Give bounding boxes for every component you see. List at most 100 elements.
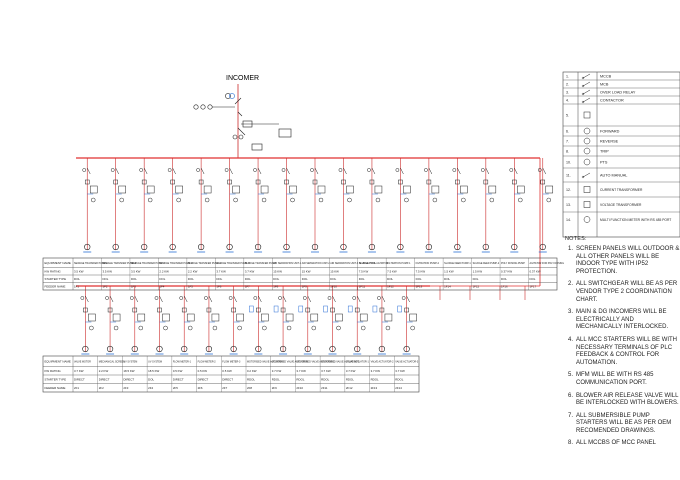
feeder — [452, 158, 468, 253]
table-cell-kw: 3.5 KW — [102, 269, 112, 273]
table-cell-kw: 1.5 KW — [444, 269, 454, 273]
table-cell-kw: 3.5 KW — [131, 269, 141, 273]
feeder — [310, 158, 326, 253]
circle-icon — [583, 137, 591, 145]
feeder — [397, 286, 417, 355]
indicator-lamp — [119, 197, 124, 203]
mccb-symbol — [224, 168, 229, 172]
notes-panel: NOTES: 1.SCREEN PANELS WILL OUTDOOR & AL… — [563, 236, 680, 480]
legend-number: 12. — [566, 188, 571, 192]
motor-symbol — [131, 345, 138, 353]
table-cell-feeder: 1F17 — [530, 284, 537, 288]
breaker-symbol — [183, 295, 188, 303]
feeder — [179, 286, 195, 355]
contactor-symbol — [354, 307, 360, 313]
contactor-symbol — [512, 179, 517, 185]
table-cell-kw: 0.37 KW — [501, 269, 512, 273]
motor-symbol — [181, 345, 188, 353]
indicator-lamp — [176, 197, 181, 203]
legend-number: 11. — [566, 174, 571, 178]
legend-row: 3.OVER LOAD RELAY — [566, 89, 636, 96]
incomer-label: INCOMER — [226, 75, 259, 82]
overload-relay-symbol — [409, 313, 417, 322]
feeder — [204, 286, 220, 355]
breaker-symbol — [109, 295, 114, 303]
breaker-symbol — [85, 295, 89, 303]
table-cell-name: AIR SEPARATION UNIT-3 SLUDGE POOL — [330, 262, 376, 265]
motor-symbol — [279, 345, 287, 353]
feeder — [323, 286, 343, 355]
ct-symbol — [298, 305, 304, 313]
ct-symbol — [323, 305, 328, 313]
notes-title: NOTES: — [565, 236, 587, 242]
breaker-symbol — [143, 167, 148, 175]
table-cell-kw: 1.5 KW — [473, 269, 483, 273]
table-cell-feeder: 1F6 — [216, 284, 221, 288]
table-cell-starter: DOL — [148, 377, 154, 381]
legend-row: 1.MCCB — [566, 73, 612, 80]
legend-number: 7. — [566, 140, 569, 144]
table-cell-name: SLUDGE POOL AGITATOR — [359, 262, 389, 265]
legend-number: 10. — [566, 161, 571, 165]
table-cell-feeder: 1F7 — [245, 284, 250, 288]
row-label: STARTER TYPE — [45, 277, 67, 281]
indicator-lamp — [489, 197, 495, 203]
mccb-symbol — [352, 296, 357, 300]
table-cell-starter: DIRECT — [173, 377, 184, 381]
indicator-lamp — [336, 325, 341, 331]
contactor-symbol — [540, 179, 546, 185]
legend-label: TRIP — [600, 149, 609, 153]
table-cell-starter: RDOL — [247, 377, 255, 381]
mcb-icon — [582, 81, 591, 87]
feeder — [298, 286, 319, 355]
table-cell-name: VALVE MOTOR — [74, 360, 91, 363]
contactor-symbol — [404, 307, 409, 313]
table-cell-kw: 18.5 KW — [148, 369, 159, 373]
breaker-symbol — [542, 167, 546, 175]
breaker-symbol — [332, 295, 336, 303]
table-cell-feeder: 1F15 — [473, 284, 480, 288]
motor-symbol — [368, 243, 376, 251]
contactor-symbol — [369, 179, 375, 185]
motor-symbol — [340, 243, 347, 251]
overload-relay-symbol — [118, 185, 126, 194]
breaker-symbol — [514, 167, 518, 175]
breaker-symbol — [314, 167, 319, 175]
indicator-lamp — [204, 197, 210, 203]
contactor-icon — [581, 100, 585, 104]
table-cell-feeder: 1F9 — [302, 284, 307, 288]
switch-icon — [581, 175, 585, 179]
legend-number: 1. — [566, 75, 569, 79]
legend-label: MCB — [600, 82, 609, 86]
feeder — [273, 286, 294, 355]
overload-relay-symbol — [517, 185, 525, 194]
breaker-symbol — [400, 167, 404, 175]
switch-icon — [582, 172, 591, 178]
table-cell-starter: RDOL — [346, 377, 354, 381]
motor-symbol — [482, 243, 489, 251]
indicator-lamp — [113, 325, 119, 331]
note-item: 3.MAIN & DG INCOMERS WILL BE ELECTRICALL… — [563, 309, 680, 332]
table-cell-name: MECHANICAL SCREEN — [99, 360, 125, 363]
table-cell-name: FLOW METER-1 — [173, 360, 192, 363]
indicator-lamp — [262, 325, 267, 331]
contactor-symbol — [284, 179, 289, 185]
ct-symbol — [347, 305, 353, 313]
table-cell-starter: DOL — [444, 277, 450, 281]
motor-symbol — [397, 243, 404, 251]
motor-symbol — [82, 345, 89, 353]
contactor-symbol — [227, 179, 232, 185]
table-cell-kw: 0.37 KW — [530, 269, 541, 273]
table-cell-feeder: 2F6 — [198, 386, 203, 390]
breaker-symbol — [233, 295, 237, 303]
motor-symbol — [112, 243, 119, 251]
motor-symbol — [454, 243, 461, 251]
overload-relay-symbol — [359, 313, 368, 322]
breaker-symbol — [258, 295, 262, 303]
overload-relay-symbol — [346, 185, 354, 194]
motor-symbol — [354, 345, 361, 353]
contactor-symbol — [206, 307, 212, 313]
